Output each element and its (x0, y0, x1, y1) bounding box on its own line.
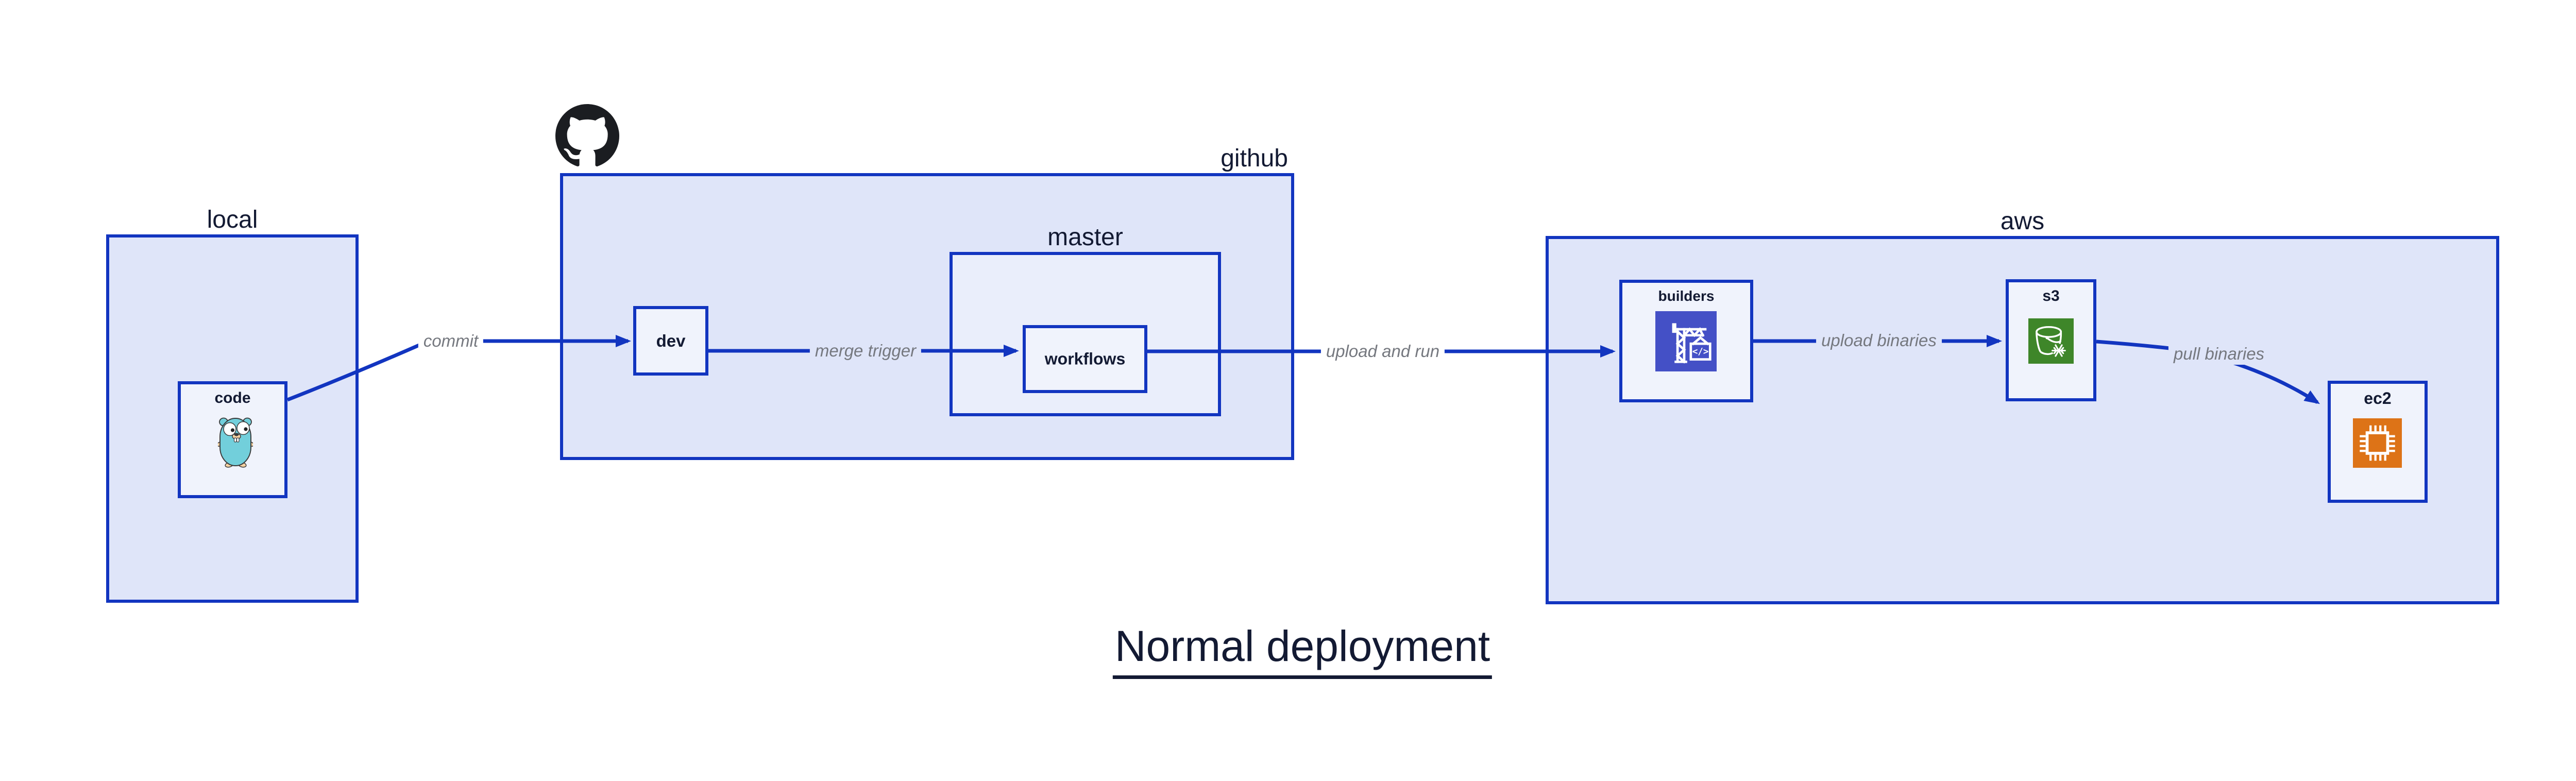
s3-glacier-bucket-icon (2028, 318, 2074, 364)
group-aws-label: aws (2000, 208, 2045, 235)
node-workflows-label: workflows (1044, 349, 1126, 368)
node-builders-label: builders (1658, 288, 1715, 304)
node-code: code (178, 381, 287, 498)
github-logo-icon (555, 104, 619, 166)
node-s3: s3 (2006, 279, 2096, 401)
node-workflows: workflows (1023, 325, 1147, 393)
node-builders: builders </> (1619, 280, 1753, 402)
node-ec2-label: ec2 (2364, 389, 2392, 408)
svg-text:</>: </> (1692, 347, 1709, 357)
group-local-label: local (207, 206, 258, 233)
edge-label-upload-binaries: upload binaries (1816, 330, 1942, 351)
node-dev: dev (633, 306, 708, 376)
group-master-label: master (1047, 224, 1123, 251)
group-github-label: github (1221, 145, 1288, 172)
ec2-chip-icon (2353, 418, 2402, 468)
codebuild-crane-icon: </> (1655, 311, 1717, 371)
edge-label-upload-and-run: upload and run (1320, 341, 1445, 362)
node-code-label: code (214, 389, 251, 406)
edge-label-merge-trigger: merge trigger (809, 340, 922, 362)
edge-label-pull-binaries: pull binaries (2168, 343, 2270, 365)
node-dev-label: dev (656, 331, 686, 350)
diagram-title: Normal deployment (1112, 621, 1493, 679)
edge-label-commit: commit (418, 330, 484, 352)
node-s3-label: s3 (2042, 287, 2060, 304)
go-gopher-icon (218, 413, 253, 468)
node-ec2: ec2 (2328, 381, 2428, 503)
